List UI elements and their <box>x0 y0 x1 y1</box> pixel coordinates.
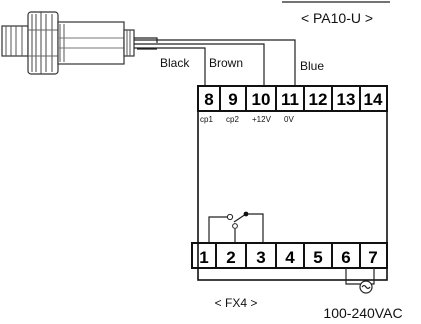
blue-wire <box>134 39 296 86</box>
terminal-11: 11 <box>281 90 299 109</box>
sensor-model-label: < PA10-U > <box>301 10 373 26</box>
proximity-sensor <box>1 11 135 75</box>
controller-model-label: < FX4 > <box>215 296 258 310</box>
relay-contact-symbol <box>208 211 264 243</box>
bottom-terminal-strip <box>191 242 388 269</box>
terminal-4: 4 <box>285 248 295 267</box>
terminal-3: 3 <box>256 248 265 267</box>
label-12v: +12V <box>252 115 272 124</box>
terminal-9: 9 <box>228 90 237 109</box>
terminal-14: 14 <box>364 90 383 109</box>
terminal-12: 12 <box>309 90 328 109</box>
controller-body <box>197 85 388 281</box>
ac-power-connection <box>345 268 375 294</box>
label-cp2: cp2 <box>226 115 239 124</box>
sensor-cable <box>134 37 296 86</box>
terminal-5: 5 <box>313 248 322 267</box>
terminal-8: 8 <box>204 90 213 109</box>
label-cp1: cp1 <box>200 115 213 124</box>
power-supply-label: 100-240VAC <box>323 305 402 321</box>
terminal-1: 1 <box>199 248 208 267</box>
terminal-2: 2 <box>226 248 235 267</box>
top-terminal-strip <box>197 85 388 112</box>
wire-label-brown: Brown <box>209 56 243 70</box>
wire-label-black: Black <box>160 56 190 70</box>
terminal-13: 13 <box>337 90 356 109</box>
black-wire <box>134 47 206 86</box>
terminal-10: 10 <box>252 90 271 109</box>
brown-wire <box>134 43 265 86</box>
wire-label-blue: Blue <box>300 59 324 73</box>
terminal-7: 7 <box>368 248 377 267</box>
terminal-6: 6 <box>341 248 350 267</box>
label-0v: 0V <box>284 115 294 124</box>
